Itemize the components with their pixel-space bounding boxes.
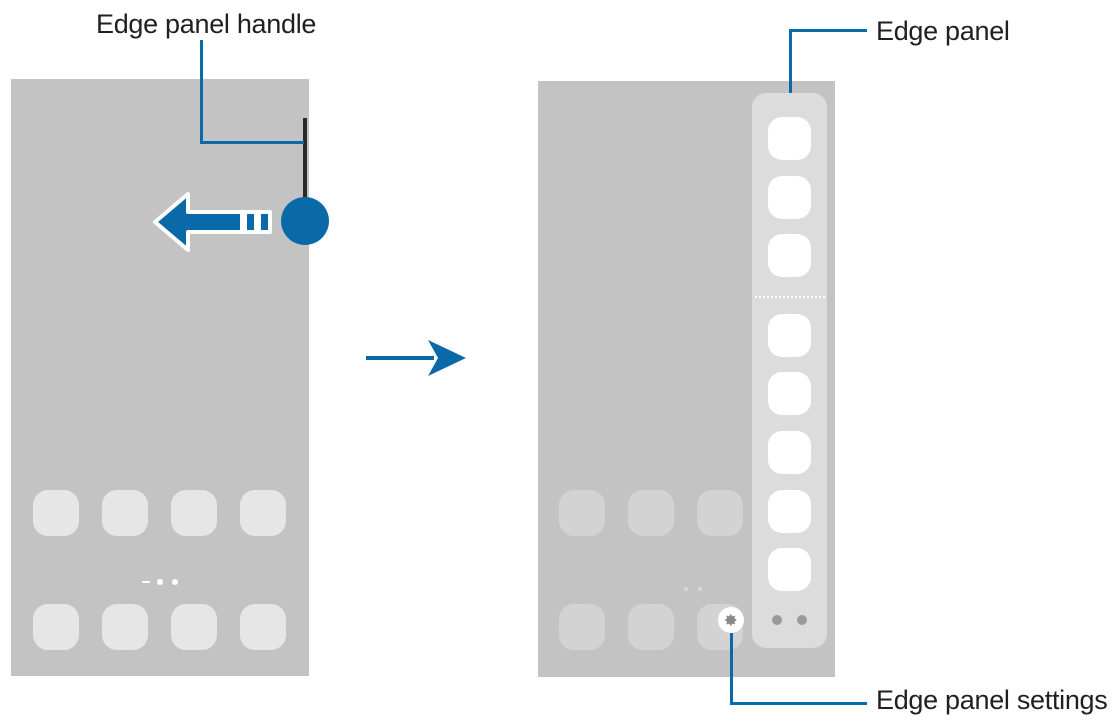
- leader-line: [200, 40, 203, 144]
- leader-line: [789, 29, 792, 93]
- page-indicator-dot: [772, 615, 782, 625]
- page-indicator-dot: [698, 587, 702, 591]
- home-screen-before: [11, 79, 309, 676]
- edge-panel-handle[interactable]: [303, 118, 307, 208]
- callout-edge-panel-settings: Edge panel settings: [876, 685, 1108, 715]
- leader-line: [730, 702, 867, 705]
- page-indicator-dot: [172, 579, 178, 585]
- edge-panel-settings-button[interactable]: [718, 607, 744, 633]
- app-icon[interactable]: [102, 490, 148, 536]
- edge-panel-app[interactable]: [768, 548, 811, 591]
- leader-line: [200, 141, 304, 144]
- app-icon[interactable]: [33, 490, 79, 536]
- edge-panel-divider: [755, 296, 825, 298]
- app-icon[interactable]: [240, 490, 286, 536]
- leader-line: [789, 29, 867, 32]
- right-arrow-icon: [366, 340, 466, 376]
- touch-point: [281, 197, 329, 245]
- left-arrow-icon: [153, 192, 272, 252]
- edge-panel-app[interactable]: [768, 176, 811, 219]
- app-icon: [559, 490, 605, 536]
- page-indicator-dot: [157, 579, 163, 585]
- callout-edge-panel-handle: Edge panel handle: [96, 9, 317, 39]
- app-icon: [628, 604, 674, 650]
- callout-edge-panel: Edge panel: [876, 16, 1010, 46]
- app-icon[interactable]: [33, 604, 79, 650]
- app-icon[interactable]: [171, 604, 217, 650]
- edge-panel-app[interactable]: [768, 372, 811, 415]
- edge-panel-app[interactable]: [768, 431, 811, 474]
- edge-panel-app[interactable]: [768, 234, 811, 277]
- page-indicator-dot: [797, 615, 807, 625]
- leader-line: [730, 633, 733, 705]
- app-icon: [628, 490, 674, 536]
- page-indicator-dot: [684, 587, 688, 591]
- edge-panel-app[interactable]: [768, 314, 811, 357]
- app-icon: [559, 604, 605, 650]
- gear-icon: [725, 614, 737, 626]
- app-icon: [697, 490, 743, 536]
- app-icon[interactable]: [171, 490, 217, 536]
- app-icon[interactable]: [240, 604, 286, 650]
- app-icon[interactable]: [102, 604, 148, 650]
- edge-panel-app[interactable]: [768, 490, 811, 533]
- edge-panel-app[interactable]: [768, 117, 811, 160]
- page-indicator-home: [142, 581, 150, 583]
